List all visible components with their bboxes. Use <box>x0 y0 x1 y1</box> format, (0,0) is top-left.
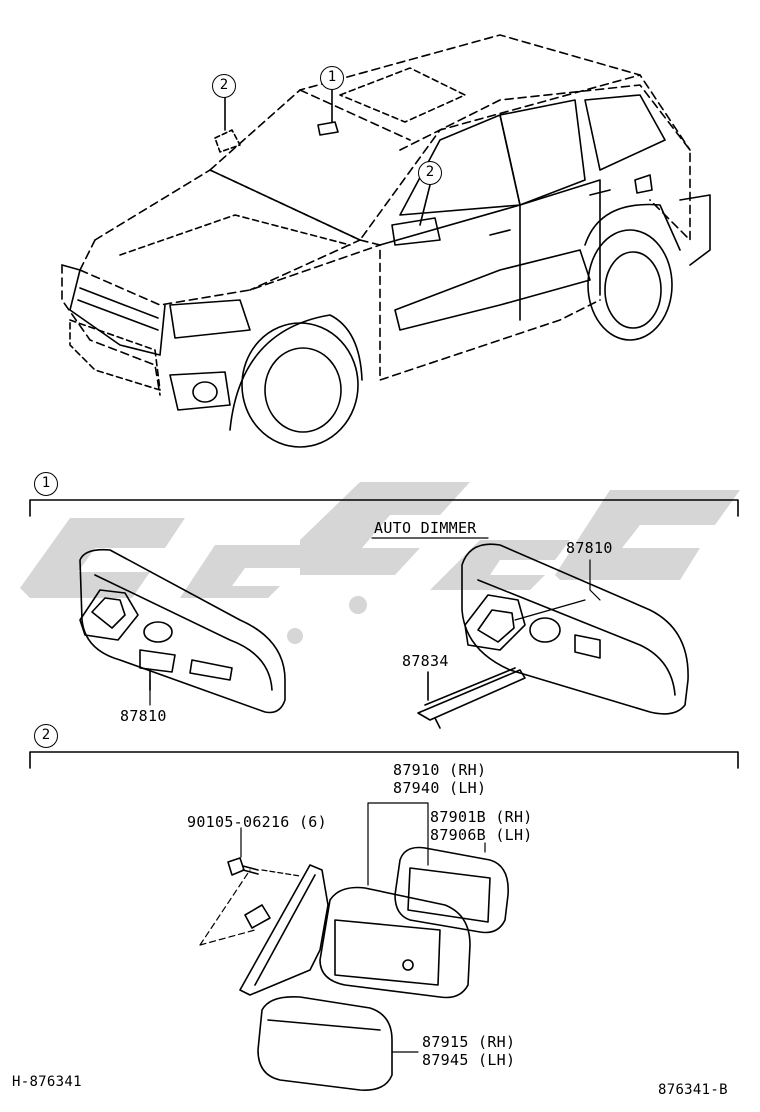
section2-frame <box>29 751 739 769</box>
outside-mirror-assembly <box>199 802 509 1092</box>
section1-frame <box>29 499 739 517</box>
part-number-glass-lh: 87906B (LH) <box>430 826 533 844</box>
callout-1-car: 1 <box>320 66 344 90</box>
footer-right-code: 876341-B <box>658 1082 728 1098</box>
section1-callout: 1 <box>34 472 58 496</box>
part-number-screw: 90105-06216 (6) <box>187 813 327 831</box>
callout-2-car-left: 2 <box>212 74 236 98</box>
footer-left-code: H-876341 <box>12 1074 82 1090</box>
part-number-glass-rh: 87901B (RH) <box>430 808 533 826</box>
watermark-logo <box>20 482 740 644</box>
inner-mirror-right <box>417 543 689 729</box>
part-number-cover-lh: 87945 (LH) <box>422 1051 516 1069</box>
part-number-cover-rh: 87915 (RH) <box>422 1033 516 1051</box>
part-number-87834: 87834 <box>402 652 449 670</box>
auto-dimmer-title: AUTO DIMMER <box>374 519 477 537</box>
vehicle-outline <box>61 34 711 448</box>
part-number-87810-left: 87810 <box>120 707 167 725</box>
part-number-mirror-lh: 87940 (LH) <box>393 779 487 797</box>
section2-callout: 2 <box>34 724 58 748</box>
part-number-mirror-rh: 87910 (RH) <box>393 761 487 779</box>
callout-2-car-right: 2 <box>418 161 442 185</box>
part-number-87810-right: 87810 <box>566 539 613 557</box>
